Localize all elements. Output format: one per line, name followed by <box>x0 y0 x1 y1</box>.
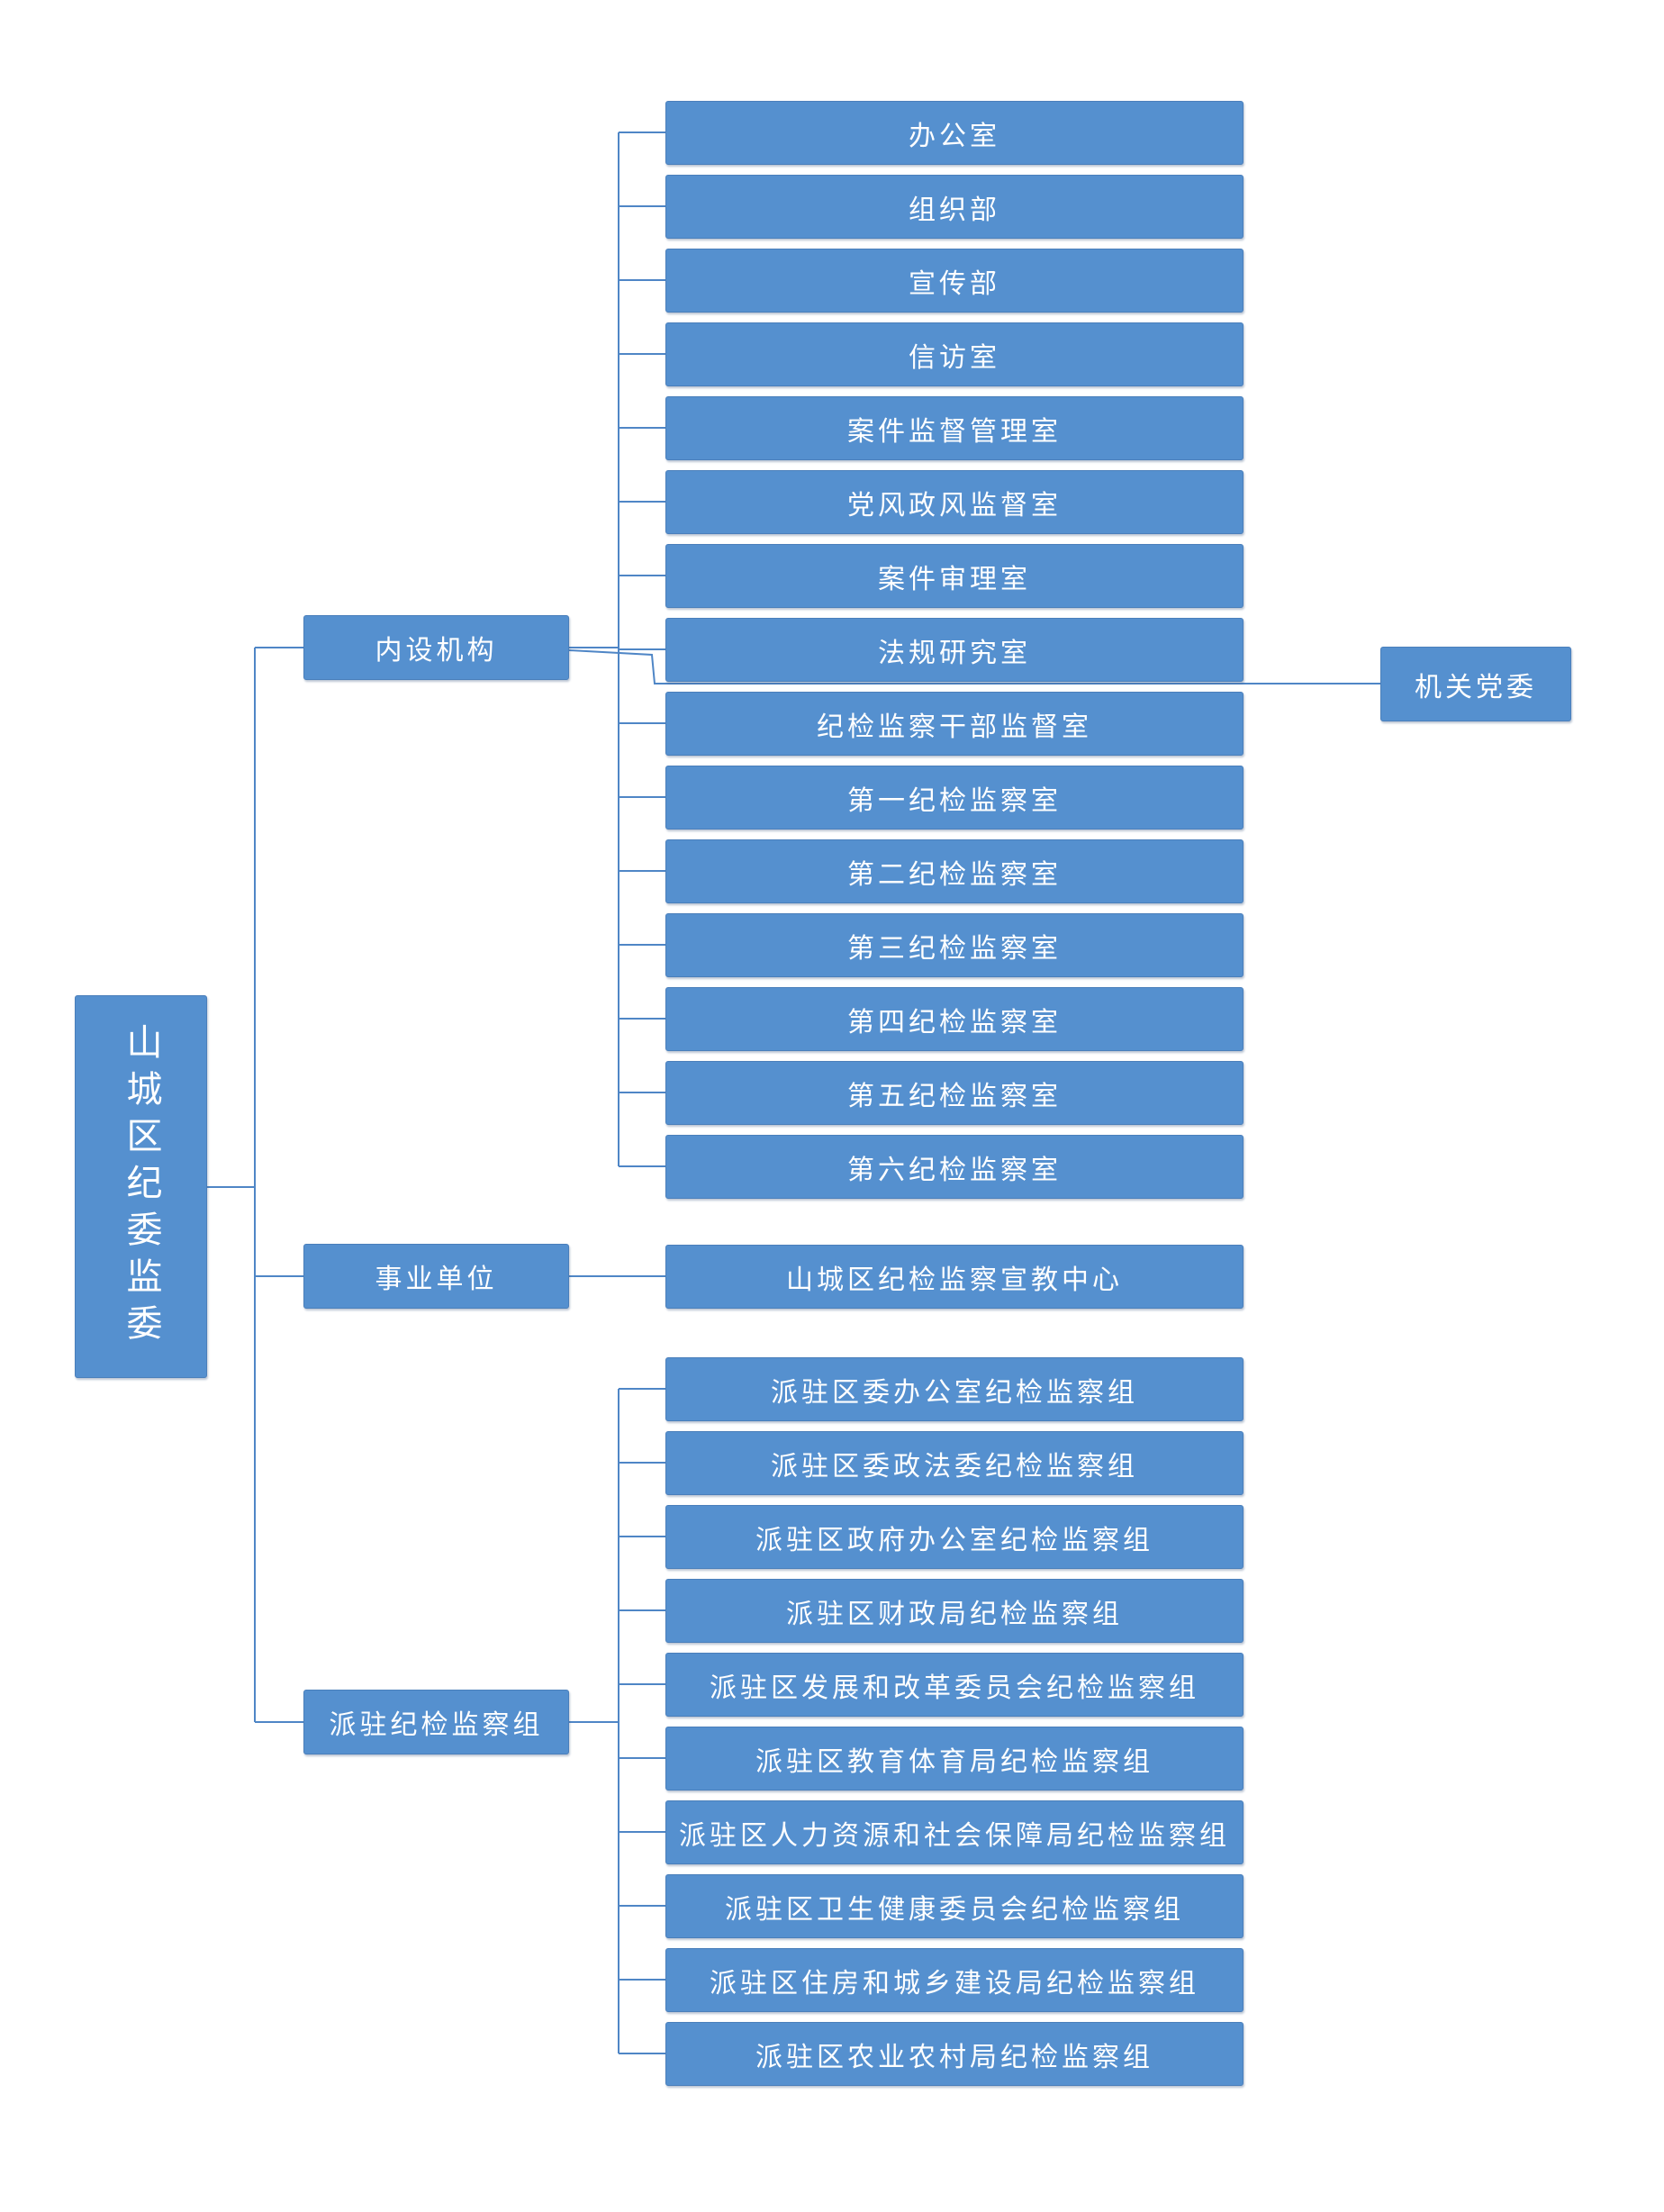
leaf-internal-agency: 党风政风监督室 <box>665 470 1243 534</box>
leaf-label: 第四纪检监察室 <box>847 1006 1062 1038</box>
branch-label: 事业单位 <box>375 1264 498 1295</box>
leaf-label: 党风政风监督室 <box>847 489 1062 521</box>
leaf-label: 派驻区卫生健康委员会纪检监察组 <box>725 1893 1184 1926</box>
leaf-internal-agency: 第一纪检监察室 <box>665 766 1243 830</box>
leaf-label: 案件监督管理室 <box>847 415 1062 448</box>
leaf-public-institution: 山城区纪检监察宣教中心 <box>665 1245 1243 1309</box>
leaf-label: 组织部 <box>909 194 1000 226</box>
leaf-label: 第六纪检监察室 <box>847 1154 1062 1186</box>
leaf-dispatched-group: 派驻区人力资源和社会保障局纪检监察组 <box>665 1800 1243 1864</box>
leaf-label: 信访室 <box>909 341 1000 374</box>
leaf-internal-agency: 第二纪检监察室 <box>665 839 1243 903</box>
leaf-internal-agency: 第三纪检监察室 <box>665 913 1243 977</box>
leaf-label: 派驻区委政法委纪检监察组 <box>771 1450 1138 1482</box>
leaf-label: 派驻区农业农村局纪检监察组 <box>755 2041 1153 2073</box>
leaf-dispatched-group: 派驻区住房和城乡建设局纪检监察组 <box>665 1948 1243 2012</box>
leaf-internal-agency: 办公室 <box>665 101 1243 165</box>
leaf-label: 第三纪检监察室 <box>847 932 1062 965</box>
leaf-label: 派驻区财政局纪检监察组 <box>786 1598 1123 1630</box>
leaf-internal-agency: 法规研究室 <box>665 618 1243 682</box>
leaf-label: 案件审理室 <box>878 563 1031 595</box>
leaf-label: 派驻区人力资源和社会保障局纪检监察组 <box>679 1819 1230 1852</box>
leaf-dispatched-group: 派驻区发展和改革委员会纪检监察组 <box>665 1653 1243 1717</box>
leaf-label: 派驻区委办公室纪检监察组 <box>771 1376 1138 1409</box>
leaf-internal-agency: 第五纪检监察室 <box>665 1061 1243 1125</box>
leaf-label: 第二纪检监察室 <box>847 858 1062 891</box>
branch-dispatched-groups: 派驻纪检监察组 <box>303 1690 569 1754</box>
branch-label: 内设机构 <box>375 635 498 666</box>
root-node: 山城区纪委监委 <box>75 995 207 1378</box>
leaf-label: 办公室 <box>909 120 1000 152</box>
leaf-label: 宣传部 <box>909 267 1000 300</box>
leaf-dispatched-group: 派驻区教育体育局纪检监察组 <box>665 1727 1243 1790</box>
leaf-internal-agency: 纪检监察干部监督室 <box>665 692 1243 756</box>
leaf-dispatched-group: 派驻区委政法委纪检监察组 <box>665 1431 1243 1495</box>
leaf-label: 山城区纪检监察宣教中心 <box>786 1264 1123 1296</box>
branch-public-institutions: 事业单位 <box>303 1244 569 1309</box>
leaf-internal-agency: 组织部 <box>665 175 1243 239</box>
leaf-internal-agency: 宣传部 <box>665 249 1243 313</box>
leaf-internal-agency: 信访室 <box>665 322 1243 386</box>
leaf-label: 纪检监察干部监督室 <box>817 711 1092 743</box>
leaf-label: 法规研究室 <box>878 637 1031 669</box>
side-connector <box>568 649 1380 684</box>
leaf-dispatched-group: 派驻区财政局纪检监察组 <box>665 1579 1243 1643</box>
leaf-internal-agency: 第四纪检监察室 <box>665 987 1243 1051</box>
leaf-label: 第一纪检监察室 <box>847 784 1062 817</box>
leaf-internal-agency: 第六纪检监察室 <box>665 1135 1243 1199</box>
leaf-label: 派驻区教育体育局纪检监察组 <box>755 1745 1153 1778</box>
root-label: 山城区纪委监委 <box>120 1022 162 1351</box>
leaf-internal-agency: 案件审理室 <box>665 544 1243 608</box>
leaf-dispatched-group: 派驻区委办公室纪检监察组 <box>665 1357 1243 1421</box>
leaf-label: 派驻区发展和改革委员会纪检监察组 <box>710 1672 1199 1704</box>
leaf-dispatched-group: 派驻区农业农村局纪检监察组 <box>665 2022 1243 2086</box>
side-node-party-committee: 机关党委 <box>1380 647 1571 721</box>
branch-internal-agencies: 内设机构 <box>303 615 569 680</box>
leaf-internal-agency: 案件监督管理室 <box>665 396 1243 460</box>
leaf-dispatched-group: 派驻区卫生健康委员会纪检监察组 <box>665 1874 1243 1938</box>
leaf-label: 第五纪检监察室 <box>847 1080 1062 1112</box>
side-label: 机关党委 <box>1415 671 1537 703</box>
leaf-label: 派驻区住房和城乡建设局纪检监察组 <box>710 1967 1199 1999</box>
leaf-dispatched-group: 派驻区政府办公室纪检监察组 <box>665 1505 1243 1569</box>
leaf-label: 派驻区政府办公室纪检监察组 <box>755 1524 1153 1556</box>
branch-label: 派驻纪检监察组 <box>329 1709 544 1741</box>
